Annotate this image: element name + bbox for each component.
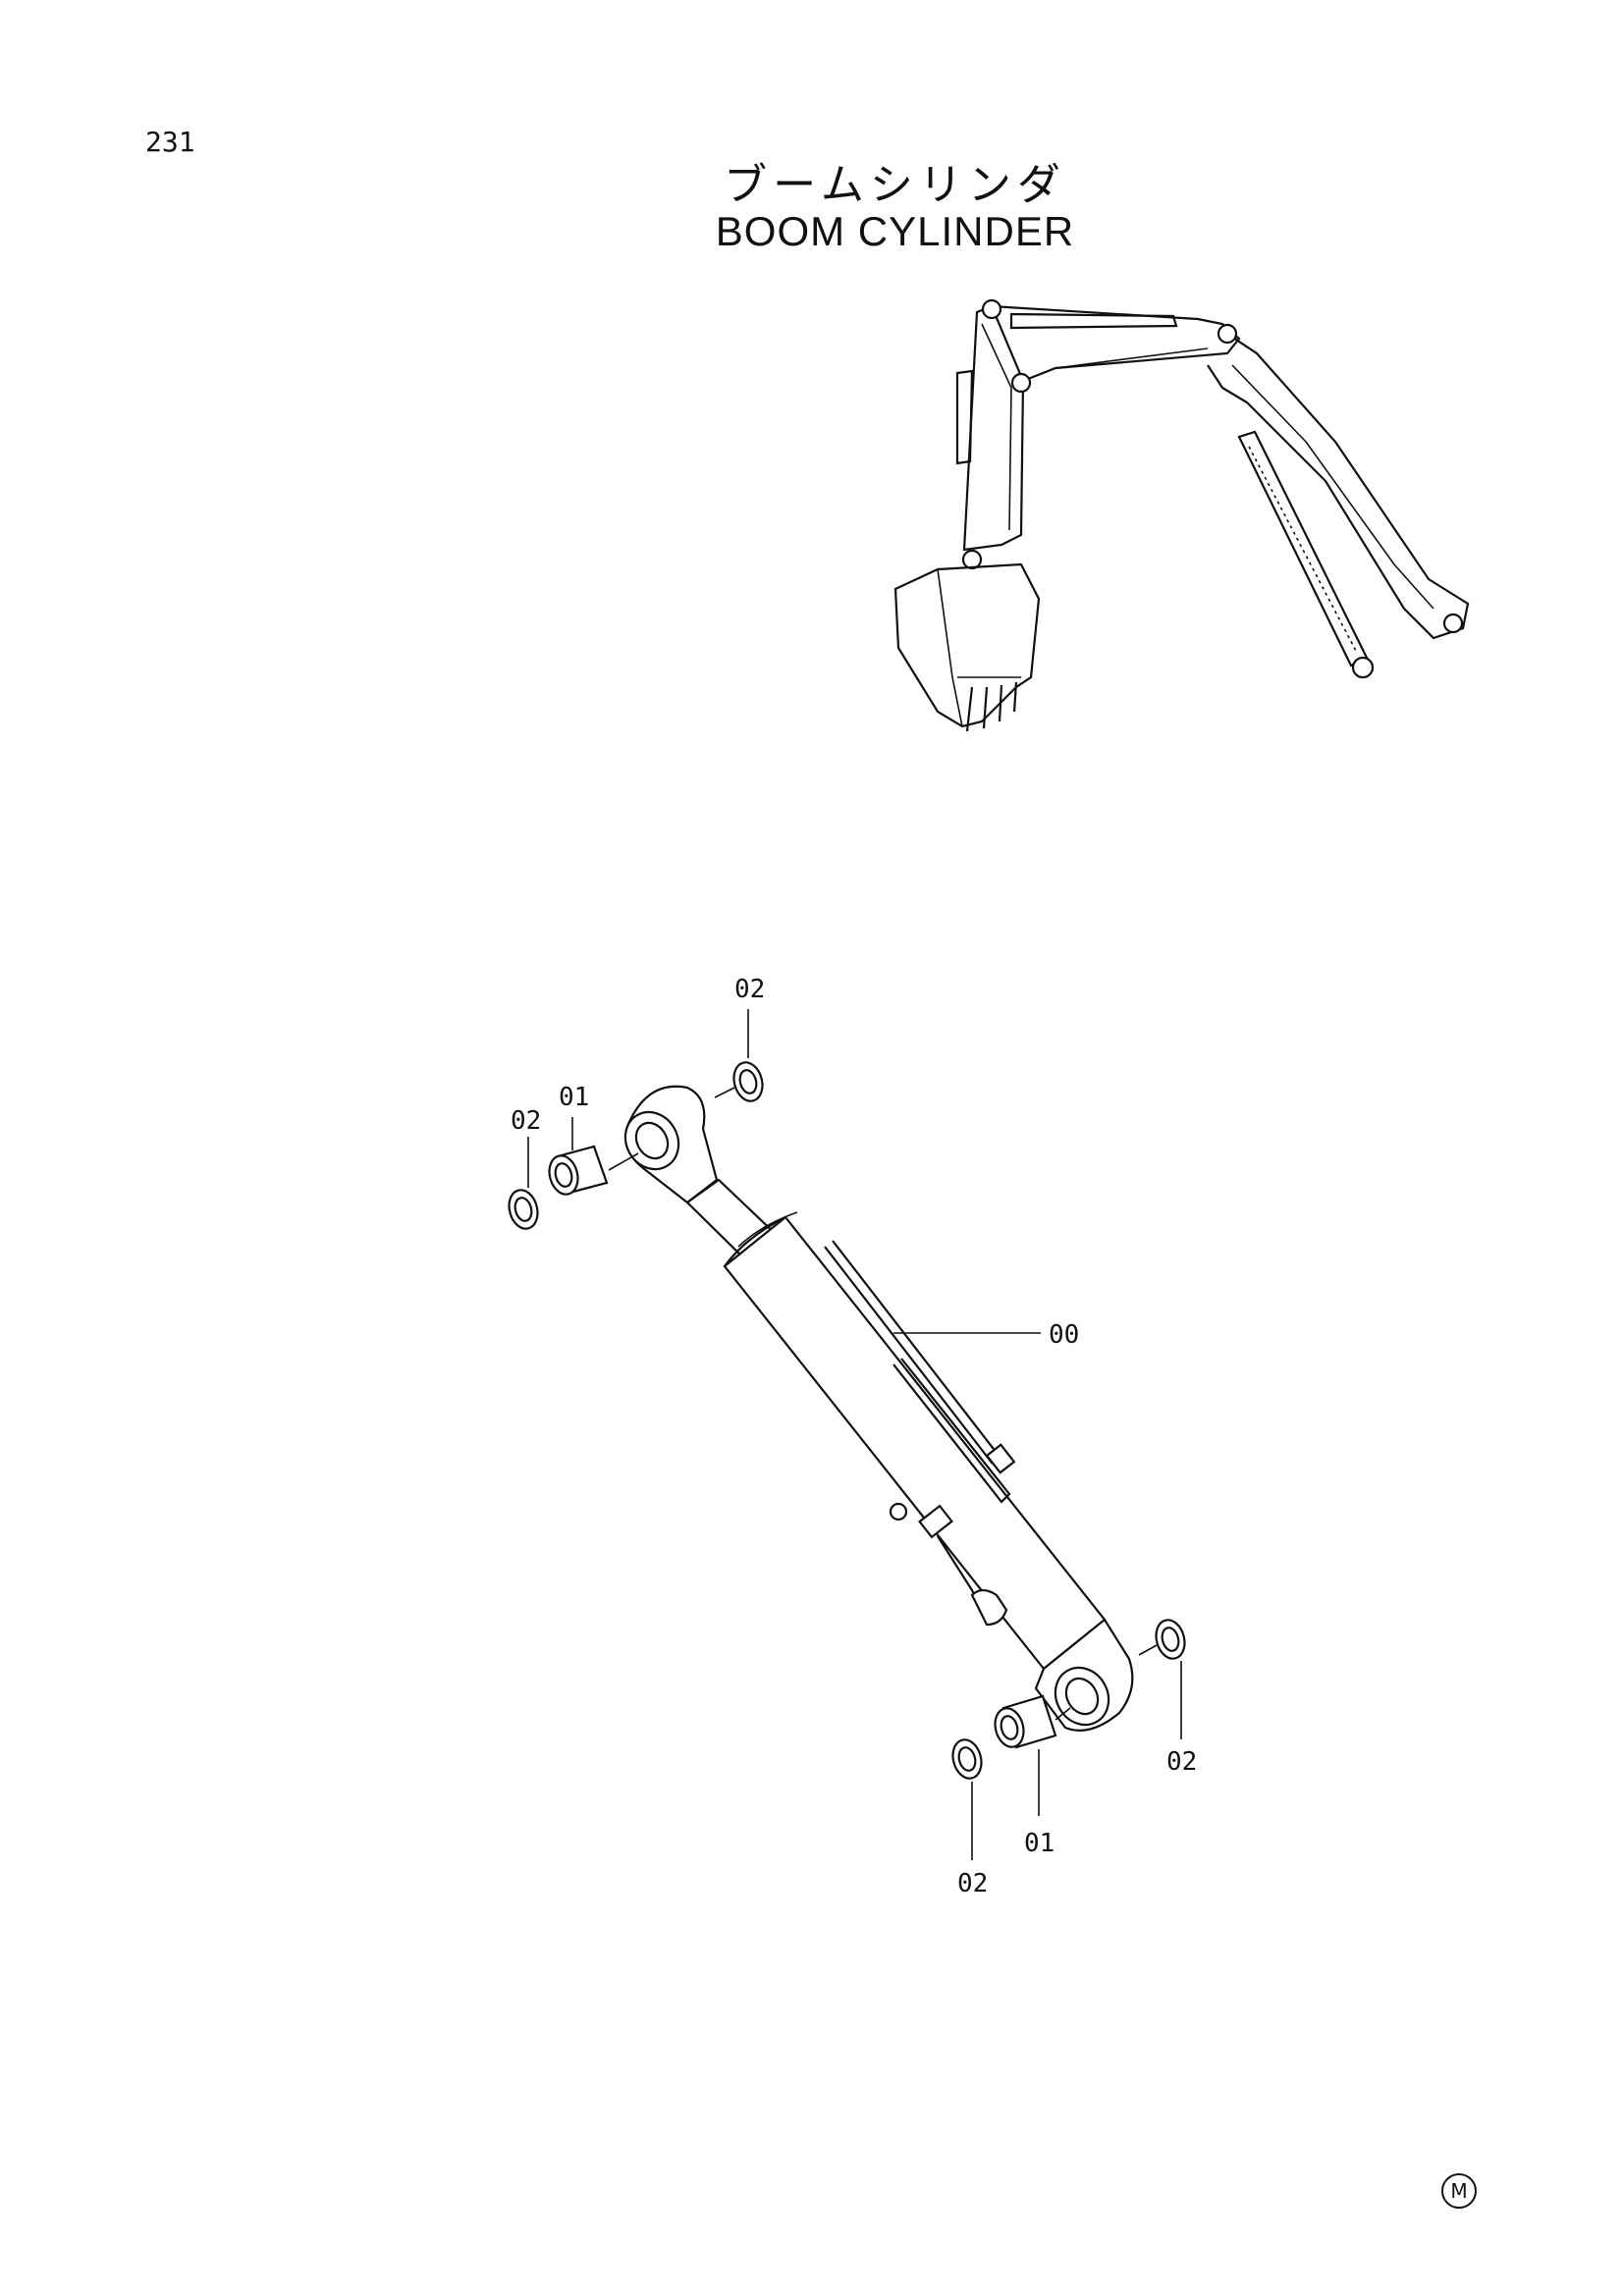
mark-badge: M	[1441, 2173, 1477, 2209]
bushing-top	[548, 1145, 639, 1196]
leader-lines	[527, 1009, 1182, 1860]
seal-bottom-right	[1138, 1619, 1186, 1660]
callout-bushing-bottom: 01	[1024, 1829, 1055, 1858]
page-number: 231	[145, 126, 195, 158]
callout-seal-bottom-left: 02	[957, 1869, 988, 1898]
excavator-arm-illustration	[893, 298, 1470, 732]
seal-top-right	[714, 1061, 764, 1102]
seal-top-left	[508, 1189, 539, 1230]
callout-seal-top-right: 02	[734, 975, 765, 1004]
boom-cylinder-assembly	[508, 1061, 1186, 1780]
callout-bushing-top: 01	[559, 1083, 589, 1112]
callout-seal-top-left: 02	[511, 1106, 541, 1136]
callout-seal-bottom-right: 02	[1166, 1747, 1197, 1777]
page-title-japanese: ブームシリンダ	[724, 160, 1066, 210]
page-title: BOOM CYLINDER	[715, 208, 1075, 254]
seal-bottom-left	[951, 1738, 983, 1780]
callout-assembly: 00	[1049, 1320, 1079, 1350]
bushing-bottom	[994, 1694, 1071, 1749]
